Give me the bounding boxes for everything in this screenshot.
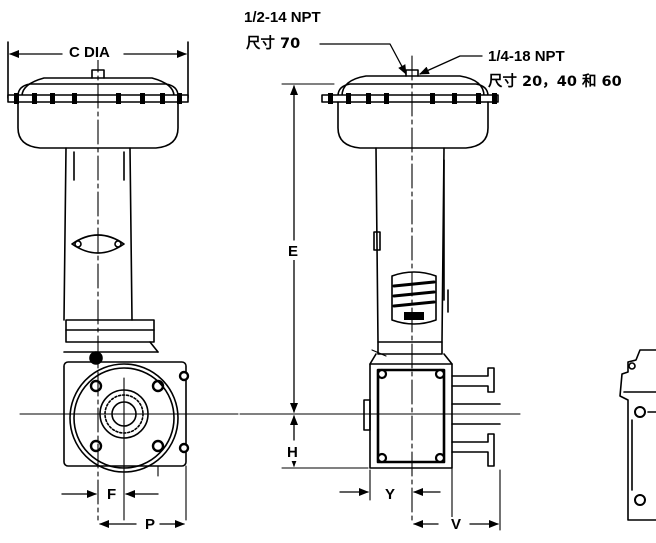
side-casing-flange (321, 94, 499, 103)
c-dia-label: C DIA (69, 44, 110, 61)
dimension-f-label: F (107, 486, 117, 503)
dimension-y-label: Y (385, 486, 396, 503)
side-diaphragm-casing (337, 83, 489, 97)
front-yoke (63, 147, 133, 321)
size-70-label: 尺寸 70 (246, 36, 301, 52)
partial-right-view (619, 349, 656, 521)
side-view (239, 43, 521, 531)
dimension-h-label: H (287, 444, 298, 461)
npt-half-label: 1/2-14 NPT (244, 9, 321, 26)
dimension-p-label: P (142, 517, 159, 532)
dimension-e-label: E (288, 243, 299, 260)
side-housing (369, 363, 453, 469)
size-20-40-60-label: 尺寸 20，40 和 60 (488, 74, 622, 90)
dimension-v-label: V (448, 517, 465, 532)
front-view (7, 41, 239, 528)
npt-quarter-label: 1/4-18 NPT (488, 48, 565, 65)
